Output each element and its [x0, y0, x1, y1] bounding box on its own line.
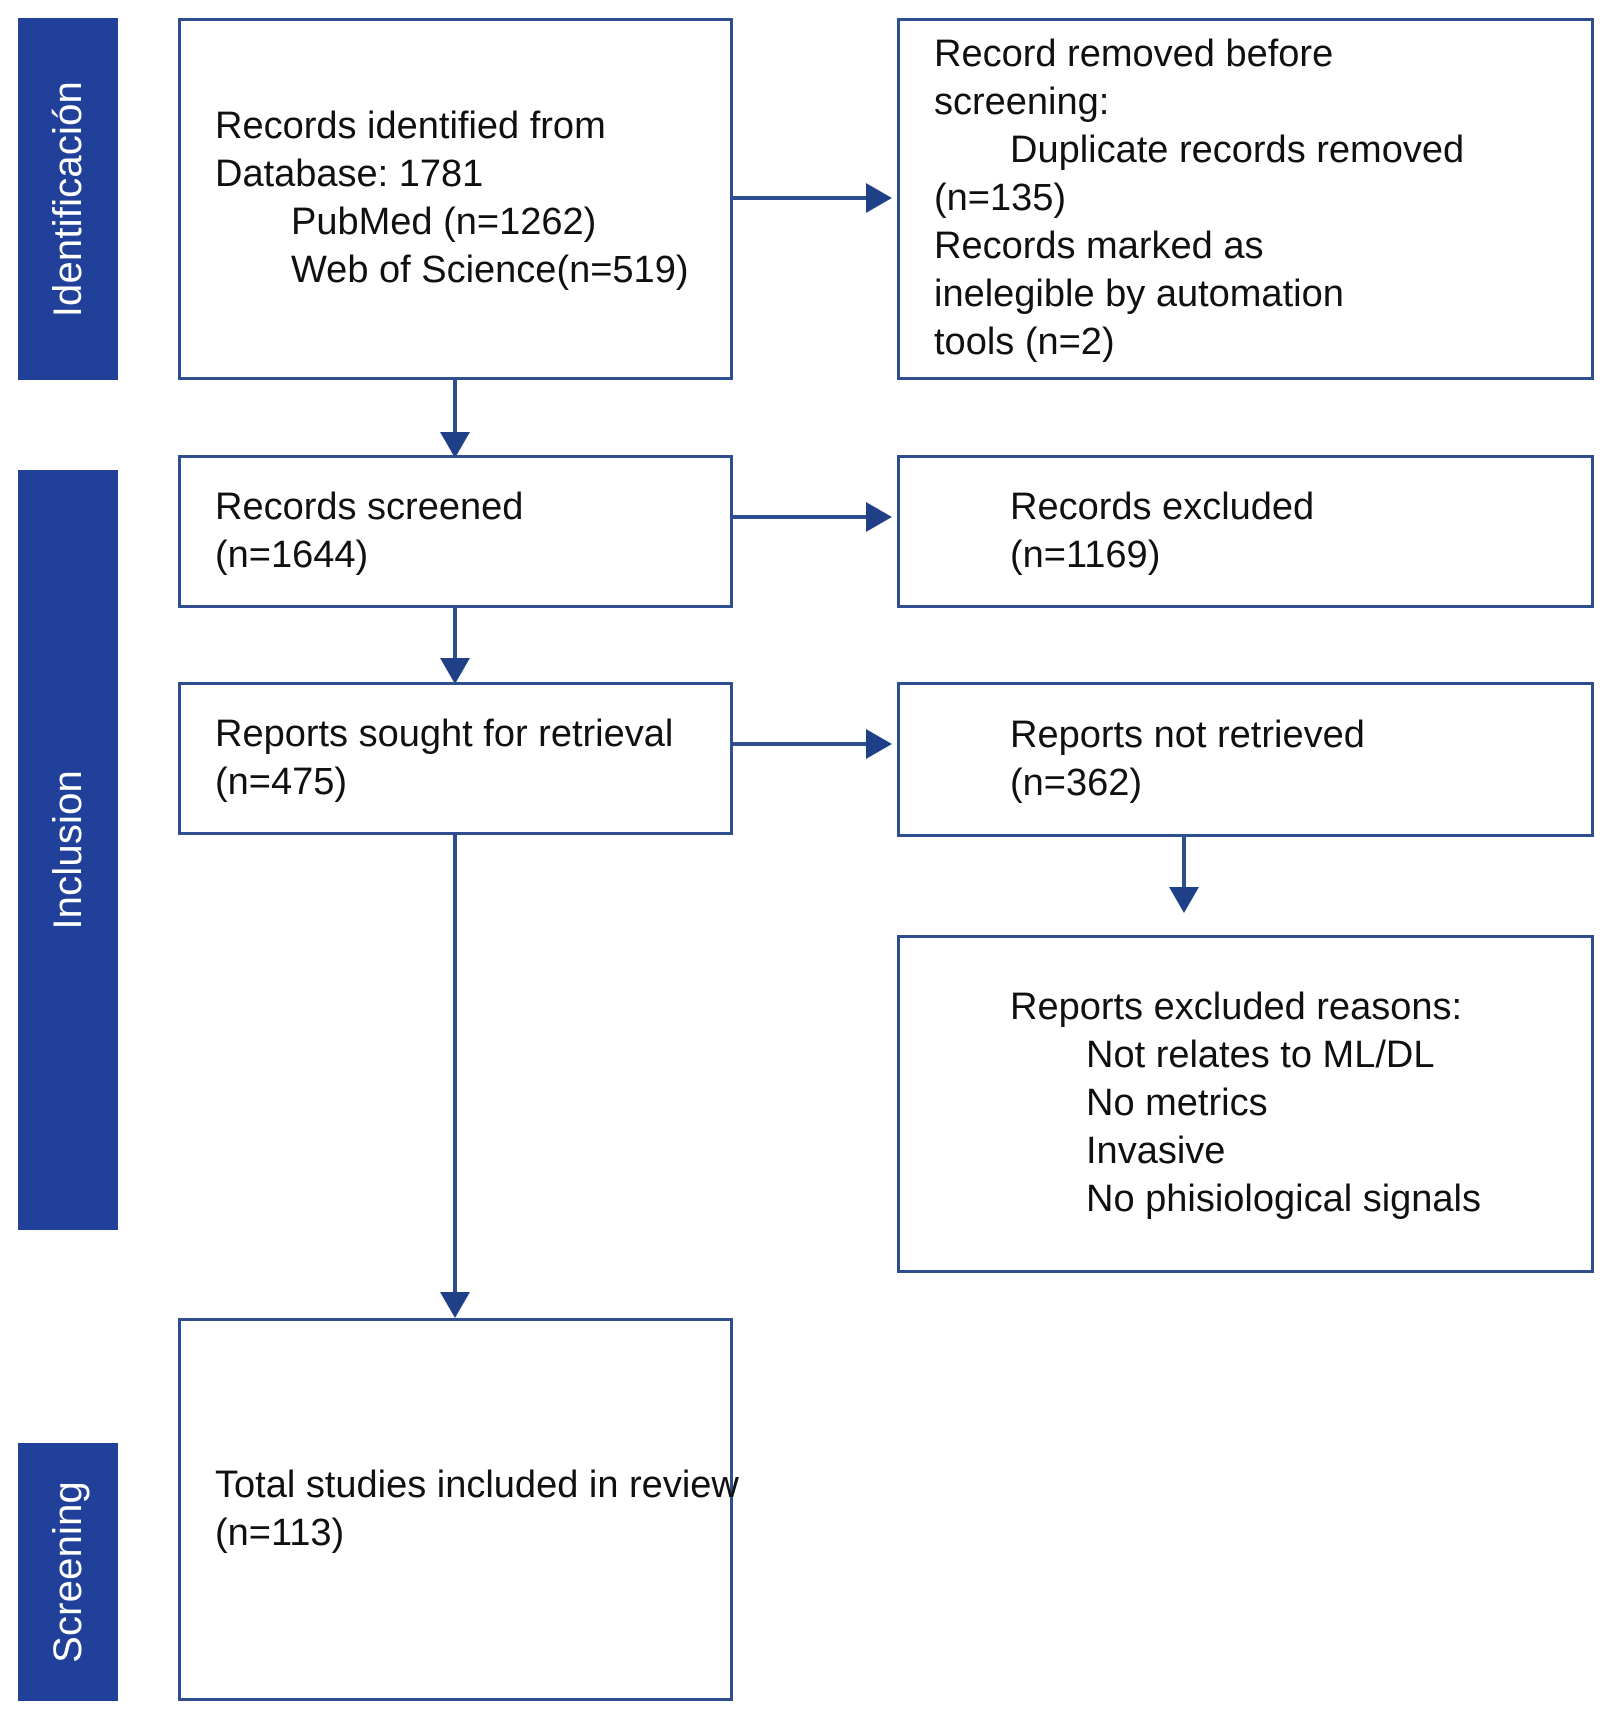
- phase-bar-inclusion: Inclusion: [18, 470, 118, 1230]
- connector-screened-to-excluded: [733, 515, 868, 519]
- line: No metrics: [1086, 1082, 1268, 1125]
- box-total-studies-included-in-review: Total studies included in review (n=113): [178, 1318, 739, 1701]
- arrow-not-retrieved-to-excluded-reasons: [1169, 887, 1199, 913]
- line: Record removed before: [934, 33, 1334, 76]
- line: tools (n=2): [934, 320, 1115, 363]
- box-reports-not-retrieved-text: Reports not retrieved (n=362): [900, 712, 1591, 808]
- phase-bar-screening: Screening: [18, 1443, 118, 1701]
- arrow-sought-to-not-retrieved: [866, 729, 892, 759]
- connector-not-retrieved-to-excluded-reasons: [1182, 837, 1186, 893]
- arrow-screened-to-excluded: [866, 502, 892, 532]
- box-records-identified: Records identified from Database: 1781 P…: [178, 18, 733, 380]
- box-records-excluded-text: Records excluded (n=1169): [900, 484, 1591, 580]
- line: Reports sought for retrieval: [215, 712, 674, 755]
- phase-bar-identification: Identificación: [18, 18, 118, 380]
- line: (n=475): [215, 760, 348, 803]
- line: No phisiological signals: [1086, 1177, 1481, 1220]
- line: Records identified from: [215, 105, 606, 148]
- box-total-included-text: Total studies included in review (n=113): [181, 1462, 739, 1558]
- line: Reports not retrieved: [1010, 713, 1365, 756]
- connector-screened-to-sought: [453, 608, 457, 664]
- line: (n=1644): [215, 533, 369, 576]
- box-records-screened-text: Records screened (n=1644): [181, 484, 730, 580]
- line: PubMed (n=1262): [291, 201, 597, 243]
- line: Records screened: [215, 485, 524, 528]
- box-reports-excluded-reasons-text: Reports excluded reasons: Not relates to…: [900, 984, 1591, 1223]
- box-records-removed-before-screening: Record removed before screening: Duplica…: [897, 18, 1594, 380]
- line: Not relates to ML/DL: [1086, 1034, 1435, 1077]
- box-records-identified-text: Records identified from Database: 1781 P…: [181, 103, 730, 295]
- phase-label-screening: Screening: [46, 1481, 90, 1663]
- line: Invasive: [1086, 1129, 1226, 1172]
- line: Records excluded: [1010, 485, 1315, 528]
- arrow-screened-to-sought: [440, 658, 470, 684]
- box-reports-excluded-reasons: Reports excluded reasons: Not relates to…: [897, 935, 1594, 1273]
- phase-label-identification: Identificación: [46, 80, 90, 318]
- box-reports-sought-text: Reports sought for retrieval (n=475): [181, 711, 730, 807]
- box-reports-sought-for-retrieval: Reports sought for retrieval (n=475): [178, 682, 733, 835]
- phase-label-inclusion: Inclusion: [46, 770, 90, 930]
- line: Web of Science(n=519): [291, 248, 689, 291]
- arrow-identified-to-removed: [866, 183, 892, 213]
- line: Reports excluded reasons:: [1010, 986, 1463, 1029]
- arrow-sought-to-total-included: [440, 1292, 470, 1318]
- connector-sought-to-total-included: [453, 835, 457, 1298]
- line: Records marked as: [934, 224, 1264, 267]
- line: Duplicate records removed: [1010, 129, 1465, 172]
- connector-identified-to-removed: [733, 196, 868, 200]
- connector-identified-to-screened: [453, 380, 457, 438]
- line: screening:: [934, 81, 1110, 124]
- box-records-removed-text: Record removed before screening: Duplica…: [900, 31, 1591, 366]
- line: (n=1169): [1010, 533, 1161, 576]
- line: Database: 1781: [215, 153, 484, 196]
- line: inelegible by automation: [934, 272, 1344, 315]
- connector-sought-to-not-retrieved: [733, 742, 868, 746]
- line: (n=135): [934, 177, 1067, 220]
- box-records-screened: Records screened (n=1644): [178, 455, 733, 608]
- line: (n=113): [215, 1511, 345, 1554]
- arrow-identified-to-screened: [440, 432, 470, 458]
- box-reports-not-retrieved: Reports not retrieved (n=362): [897, 682, 1594, 837]
- line: Total studies included in review: [215, 1463, 739, 1506]
- box-records-excluded: Records excluded (n=1169): [897, 455, 1594, 608]
- line: (n=362): [1010, 761, 1143, 804]
